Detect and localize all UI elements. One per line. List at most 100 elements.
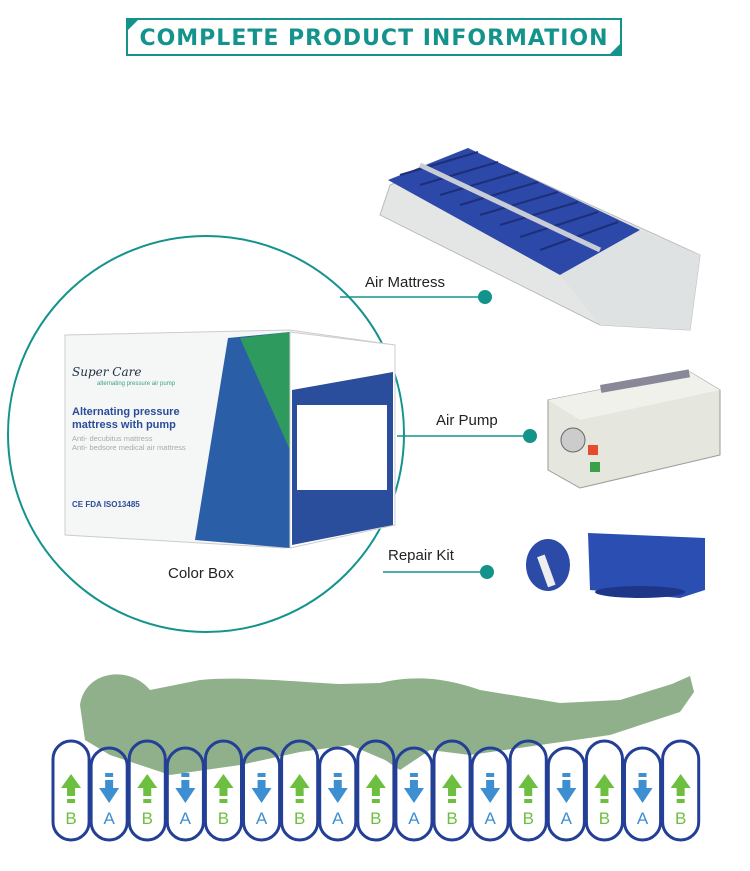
cell-label: B: [294, 809, 305, 828]
arrow-down-stem: [181, 780, 190, 788]
color-box-image: [64, 329, 396, 549]
air-cell: [318, 746, 358, 842]
arrow-down-icon: [632, 788, 653, 803]
arrow-down-dash: [257, 773, 266, 777]
arrow-up-stem: [448, 788, 457, 796]
arrow-down-stem: [486, 780, 495, 788]
cell-label: B: [599, 809, 610, 828]
cell-label: A: [256, 809, 268, 828]
air-pump-dot-icon: [523, 429, 537, 443]
air-mattress-label: Air Mattress: [365, 274, 446, 291]
arrow-down-dash: [409, 773, 418, 777]
arrow-up-icon: [61, 774, 82, 788]
arrow-up-icon: [137, 774, 158, 788]
arrow-down-stem: [638, 780, 647, 788]
cell-label: A: [332, 809, 344, 828]
arrow-down-icon: [175, 788, 196, 803]
air-cell: [661, 739, 701, 842]
air-cell: [546, 746, 586, 842]
human-body-silhouette: [80, 674, 694, 775]
arrow-up-dash: [676, 799, 685, 803]
section-title-banner: COMPLETE PRODUCT INFORMATION: [126, 18, 622, 56]
repair-kit-label: Repair Kit: [388, 547, 454, 564]
box-certifications: CE FDA ISO13485: [72, 500, 140, 509]
arrow-up-icon: [442, 774, 463, 788]
cell-label: A: [637, 809, 649, 828]
arrow-up-dash: [600, 799, 609, 803]
cell-label: B: [523, 809, 534, 828]
section-title: COMPLETE PRODUCT INFORMATION: [139, 26, 609, 51]
arrow-up-stem: [219, 788, 228, 796]
arrow-up-icon: [289, 774, 310, 788]
arrow-down-stem: [257, 780, 266, 788]
box-brand: Super Care: [72, 365, 142, 379]
arrow-down-stem: [562, 780, 571, 788]
air-cell: [51, 739, 91, 842]
repair-kit-dot-icon: [480, 565, 494, 579]
arrow-up-icon: [670, 774, 691, 788]
air-cell: [165, 746, 205, 842]
arrow-down-icon: [480, 788, 501, 803]
repair-kit-image: [526, 533, 705, 598]
arrow-down-dash: [638, 773, 647, 777]
arrow-down-icon: [327, 788, 348, 803]
air-cell: [203, 739, 243, 842]
arrow-down-icon: [556, 788, 577, 803]
air-cell: [584, 739, 625, 842]
arrow-down-icon: [251, 788, 272, 803]
arrow-up-stem: [600, 788, 609, 796]
air-cell: [242, 746, 282, 842]
arrow-up-stem: [524, 788, 533, 796]
arrow-down-dash: [181, 773, 190, 777]
air-mattress-image: [379, 148, 701, 331]
arrow-up-icon: [594, 774, 615, 788]
cell-label: B: [675, 809, 686, 828]
arrow-up-dash: [67, 799, 76, 803]
air-cell: [432, 739, 472, 842]
arrow-up-stem: [676, 788, 685, 796]
air-cell: [508, 739, 548, 842]
cell-label: B: [446, 809, 457, 828]
air-cell: [356, 739, 396, 842]
cell-label: A: [103, 809, 115, 828]
arrow-up-dash: [524, 799, 533, 803]
color-box-circle: [7, 235, 405, 633]
arrow-up-icon: [365, 774, 386, 788]
air-cell: [280, 739, 320, 842]
air-cell: [89, 746, 129, 842]
cell-label: A: [484, 809, 496, 828]
box-tagline: alternating pressure air pump: [97, 381, 176, 387]
air-cell: [470, 746, 510, 842]
arrow-down-dash: [105, 773, 114, 777]
arrow-down-dash: [486, 773, 495, 777]
air-cell: [394, 746, 434, 842]
arrow-down-icon: [99, 788, 120, 803]
air-mattress-dot-icon: [478, 290, 492, 304]
arrow-up-icon: [518, 774, 539, 788]
cell-label: A: [561, 809, 573, 828]
air-pump-image: [547, 369, 721, 489]
arrow-down-stem: [409, 780, 418, 788]
arrow-down-dash: [562, 773, 571, 777]
cell-label: B: [218, 809, 229, 828]
arrow-up-stem: [371, 788, 380, 796]
arrow-up-dash: [371, 799, 380, 803]
cell-label: B: [370, 809, 381, 828]
arrow-down-dash: [333, 773, 342, 777]
arrow-up-dash: [143, 799, 152, 803]
air-cell: [127, 739, 167, 842]
arrow-down-stem: [333, 780, 342, 788]
connector-lines: [340, 296, 530, 573]
arrow-up-dash: [448, 799, 457, 803]
cell-label: B: [142, 809, 153, 828]
air-pump-label: Air Pump: [436, 412, 498, 429]
cell-label: A: [408, 809, 420, 828]
color-box-label: Color Box: [168, 565, 234, 582]
arrow-down-icon: [403, 788, 424, 803]
arrow-up-dash: [295, 799, 304, 803]
arrow-up-stem: [295, 788, 304, 796]
arrow-up-stem: [143, 788, 152, 796]
